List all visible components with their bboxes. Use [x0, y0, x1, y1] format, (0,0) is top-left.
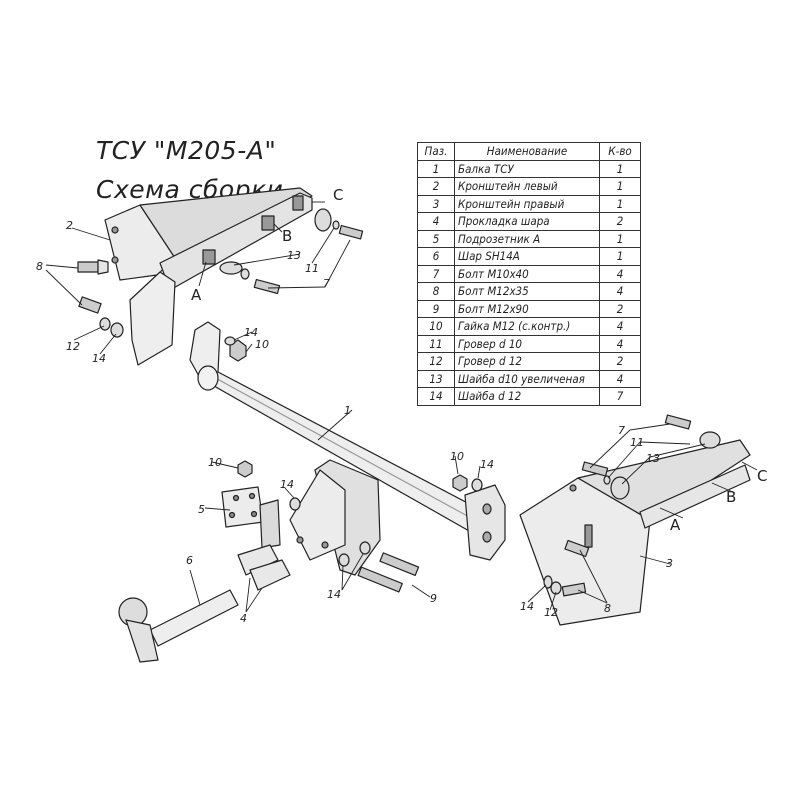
callout-14-bottom: 14: [520, 600, 534, 613]
row-position: 11: [417, 334, 455, 353]
callout-14-left: 14: [92, 352, 106, 365]
label-A-left: A: [191, 286, 202, 304]
table-header-row: Паз. Наименование К-во: [417, 142, 641, 161]
bolt-8-lower: [78, 296, 102, 314]
tow-ball: [118, 589, 239, 663]
bolt-7-right-upper: [664, 414, 692, 430]
left-hardware: [77, 208, 364, 338]
row-name: Кронштейн левый: [454, 177, 600, 196]
callout-13-left: 13: [287, 249, 301, 262]
label-B-left: B: [282, 227, 292, 245]
label-C-right: C: [757, 467, 767, 485]
bolt-8-upper: [77, 259, 109, 275]
callouts: 2 8 12 14 13 11 7 14 10 1 10 14 5 6 4 14…: [36, 186, 767, 625]
callout-7-right: 7: [618, 424, 625, 437]
beam-hardware: [224, 336, 483, 593]
callout-11-right: 11: [630, 436, 644, 449]
callout-10-right: 10: [450, 450, 464, 463]
callout-14-mid: 14: [327, 588, 341, 601]
row-name: Подрозетник А: [454, 229, 600, 248]
callout-9: 9: [430, 592, 437, 605]
callout-13-right: 13: [646, 452, 660, 465]
label-A-right: A: [670, 516, 681, 534]
bolt-8-right-lower: [561, 582, 587, 597]
callout-12-left: 12: [66, 340, 80, 353]
left-bracket: [104, 187, 313, 366]
row-name: Болт M12x90: [454, 299, 600, 318]
callout-14-right: 14: [480, 458, 494, 471]
callout-14-socket: 14: [280, 478, 294, 491]
callout-12-right: 12: [544, 606, 558, 619]
socket-plate: [221, 486, 281, 549]
row-quantity: 7: [599, 387, 641, 406]
row-name: Гайка M12 (с.контр.): [454, 317, 600, 336]
callout-1: 1: [344, 404, 351, 417]
label-C-left: C: [333, 186, 343, 204]
bolt-9-upper: [379, 552, 420, 577]
bolt-8-right-upper: [564, 539, 590, 558]
callout-4: 4: [240, 612, 247, 625]
row-name: Прокладка шара: [454, 212, 600, 231]
bolt-9-lower: [357, 566, 403, 593]
label-B-right: B: [726, 488, 736, 506]
row-quantity: 4: [599, 317, 641, 336]
row-name: Шар SH14A: [454, 247, 600, 266]
diagram-title: ТСУ "M205-A": [96, 136, 277, 165]
callout-8-left: 8: [36, 260, 43, 273]
callout-2: 2: [66, 219, 73, 232]
callout-3: 3: [666, 557, 673, 570]
bolt-7-left-upper: [338, 224, 364, 240]
ball-spacers: [237, 544, 291, 591]
bolt-7-left-lower: [253, 278, 281, 295]
row-quantity: 1: [599, 229, 641, 248]
callout-10-socket: 10: [208, 456, 222, 469]
header-position: Паз.: [417, 142, 455, 161]
callout-11-left: 11: [305, 262, 319, 275]
callout-8-right: 8: [604, 602, 611, 615]
callout-14-beam: 14: [244, 326, 258, 339]
callout-10-beam: 10: [255, 338, 269, 351]
leader-lines: [45, 201, 758, 613]
callout-6: 6: [186, 554, 193, 567]
callout-5: 5: [198, 503, 205, 516]
callout-7-left: 7: [323, 277, 330, 290]
bolt-7-right-lower: [581, 461, 609, 477]
